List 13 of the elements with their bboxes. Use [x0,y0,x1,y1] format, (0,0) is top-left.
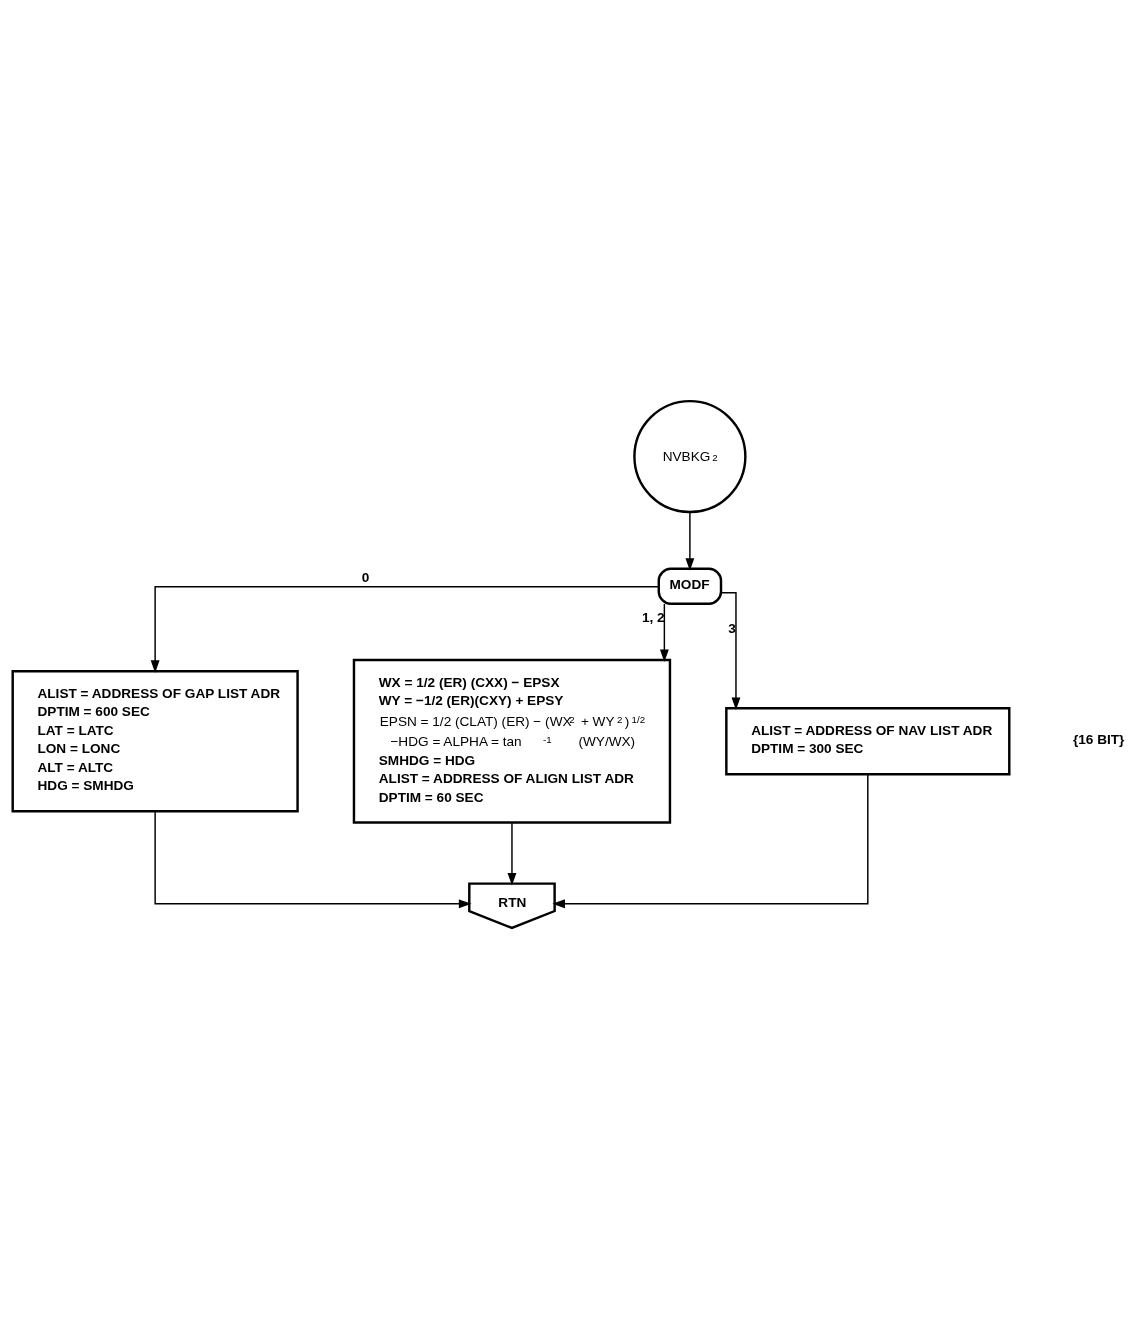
arrow [507,821,517,886]
node-box: ALIST = ADDRESS OF NAV LIST ADR DPTIM = 300 SEC [725,706,1011,776]
arrow [150,585,660,673]
node-box: ALIST = ADDRESS OF GAP LIST ADR DPTIM = 600 SEC LAT = LATC LON = LONC ALT = ALTC HDG = SMHDG [11,669,299,812]
arrow [154,810,472,908]
node-box: MODF [657,566,723,605]
arrow [659,602,669,662]
edge-label: 1, 2 [642,609,665,625]
label: {16 BIT} [1072,731,1125,747]
node-circle: NVBKG2 [633,399,747,513]
arrow [685,511,695,571]
arrow [552,773,869,908]
edge-label: 0 [361,569,370,585]
